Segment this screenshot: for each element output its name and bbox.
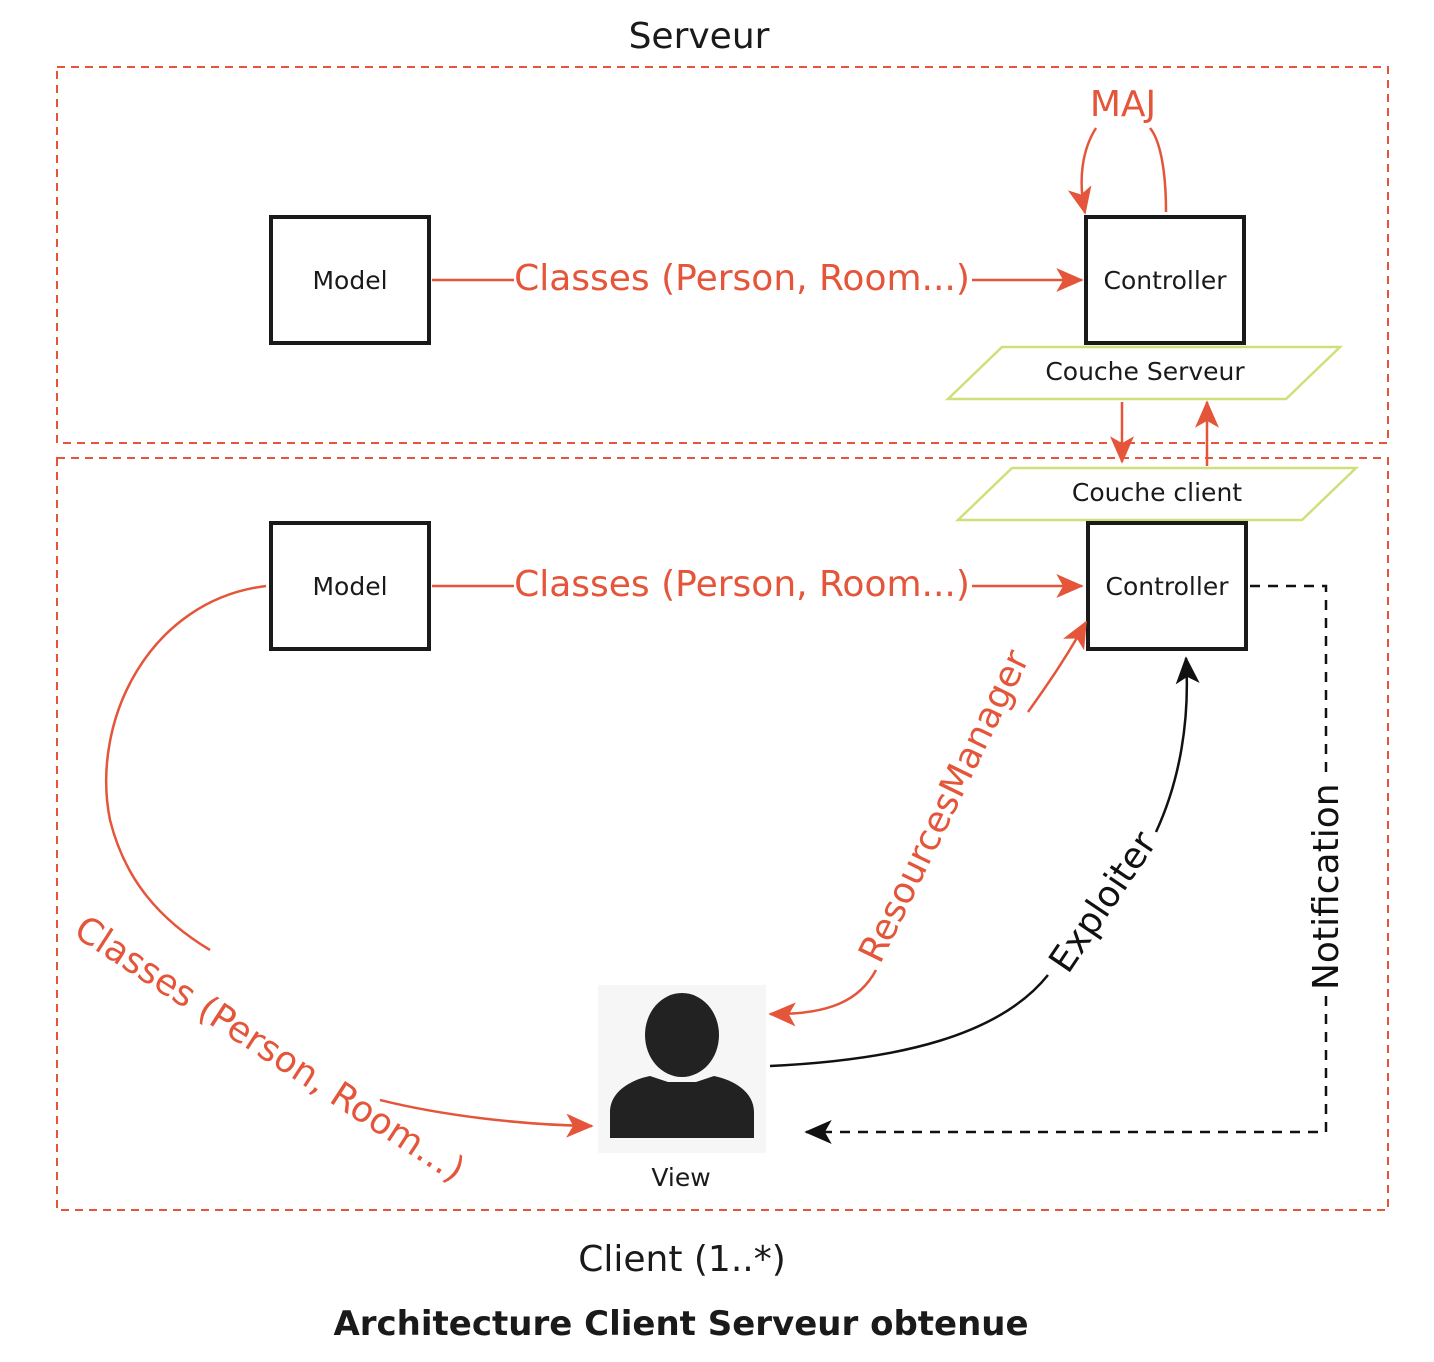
server-layer: Couche Serveur: [944, 345, 1344, 401]
resources-to-view-arrow: [768, 969, 878, 1027]
notification-label: Notification: [1306, 783, 1347, 990]
client-controller-box[interactable]: Controller: [1086, 521, 1248, 651]
model-to-view-label: Classes (Person, Room...): [67, 908, 472, 1191]
model-to-view-arrow: [379, 1098, 594, 1138]
client-layer: Couche client: [954, 466, 1360, 522]
server-layer-label: Couche Serveur: [1045, 357, 1245, 386]
diagram-caption: Architecture Client Serveur obtenue: [333, 1304, 1028, 1344]
notification-dashed-line: [806, 584, 1328, 1132]
server-model-label: Model: [312, 266, 387, 295]
exploit-curve: [769, 974, 1049, 1068]
server-zone-label: Serveur: [629, 16, 770, 57]
resources-manager-label: ResourcesManager: [851, 644, 1038, 969]
client-layer-label: Couche client: [1072, 478, 1242, 507]
client-model-label: Model: [312, 572, 387, 601]
server-controller-box[interactable]: Controller: [1084, 215, 1246, 345]
view-user-icon[interactable]: [598, 985, 766, 1153]
server-zone: [56, 66, 1389, 444]
model-to-view-curve: [105, 584, 267, 952]
server-controller-label: Controller: [1104, 266, 1228, 295]
view-label: View: [651, 1163, 710, 1192]
server-classes-label: Classes (Person, Room...): [514, 258, 970, 299]
client-zone-label: Client (1..*): [578, 1239, 786, 1280]
maj-label: MAJ: [1090, 84, 1156, 125]
resources-to-controller-arrow: [1026, 620, 1088, 713]
server-model-box[interactable]: Model: [269, 215, 431, 345]
client-model-box[interactable]: Model: [269, 521, 431, 651]
exploit-label: Exploiter: [1041, 824, 1165, 980]
client-zone: [56, 457, 1389, 1211]
exploit-arrow: [1154, 656, 1200, 833]
client-controller-label: Controller: [1106, 572, 1230, 601]
maj-loop-arrow: [1082, 127, 1168, 213]
client-classes-label: Classes (Person, Room...): [514, 564, 970, 605]
